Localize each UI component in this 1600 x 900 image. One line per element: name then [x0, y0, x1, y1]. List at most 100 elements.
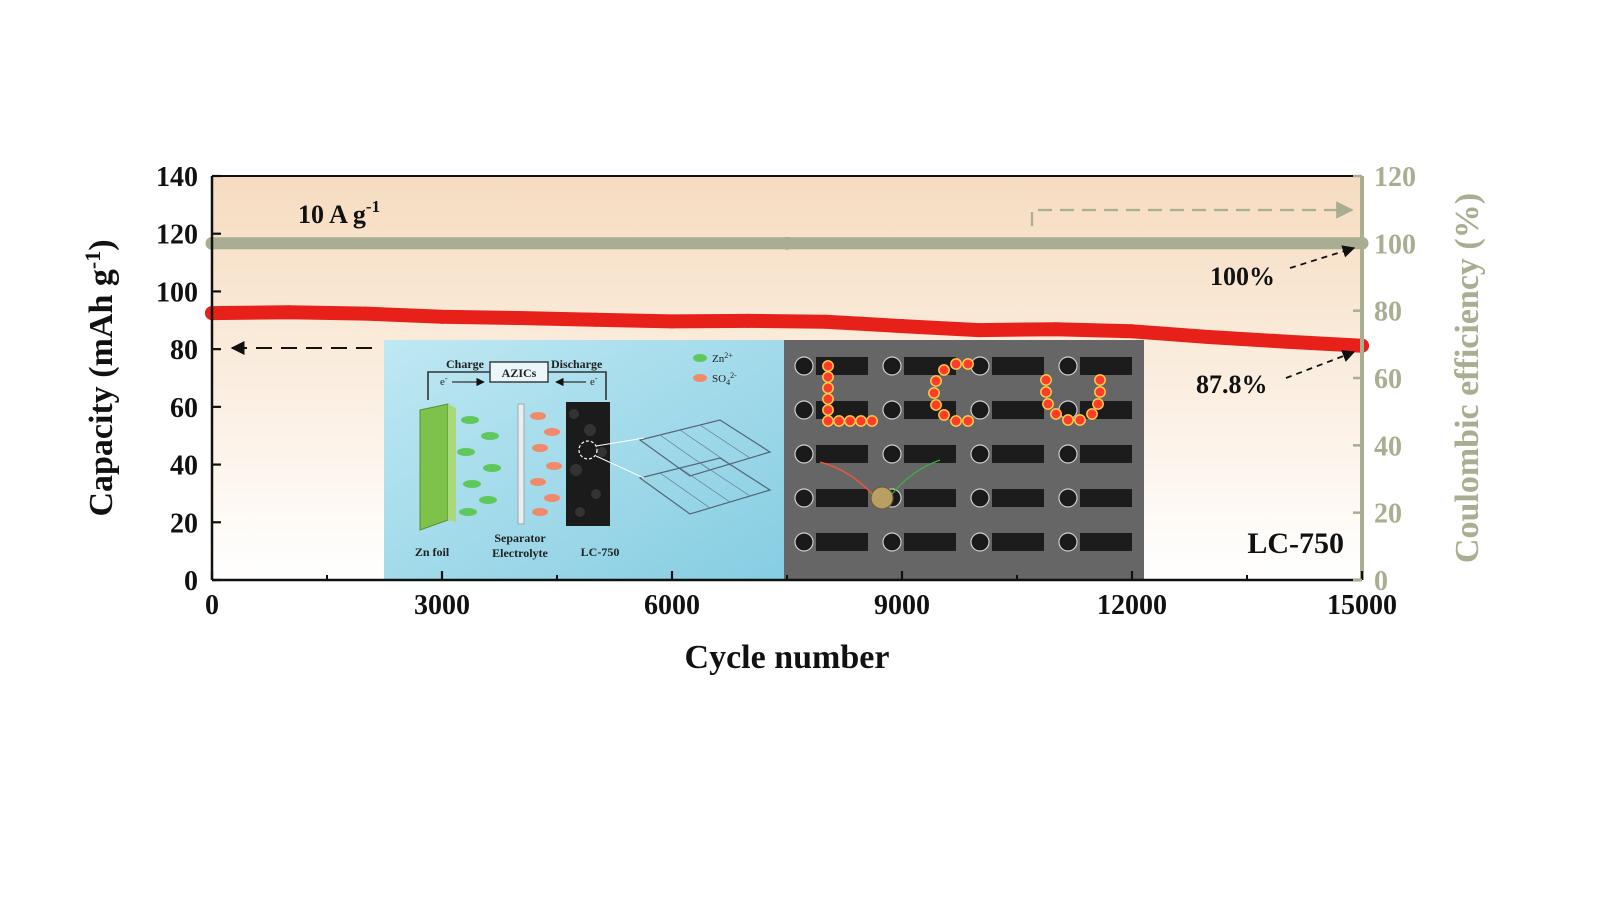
led-dot — [866, 415, 878, 427]
university-logo-icon — [970, 532, 990, 552]
carbon-cathode — [566, 402, 610, 526]
so4-ion-icon — [532, 508, 548, 516]
university-name-plate — [904, 445, 956, 463]
y-right-tick-label: 120 — [1374, 162, 1416, 193]
x-tick-label: 6000 — [644, 590, 700, 621]
x-tick-label: 15000 — [1327, 590, 1397, 621]
university-name-plate — [904, 489, 956, 507]
led-dot — [928, 387, 940, 399]
university-name-plate — [904, 533, 956, 551]
so4-ion-icon — [544, 428, 560, 436]
led-dot — [1040, 374, 1052, 386]
sample-label: LC-750 — [1247, 527, 1344, 560]
university-name-plate — [816, 445, 868, 463]
zn-ion-icon — [481, 432, 499, 440]
university-name-plate — [1080, 445, 1132, 463]
led-dot — [822, 382, 834, 394]
university-name-plate — [1080, 489, 1132, 507]
led-dot — [938, 409, 950, 421]
led-dot — [1040, 386, 1052, 398]
capacity-data-point — [588, 312, 603, 327]
y-right-tick-label: 60 — [1374, 364, 1402, 395]
led-dot — [1074, 414, 1086, 426]
university-logo-icon — [1058, 532, 1078, 552]
so4-ion-icon — [532, 444, 548, 452]
y-right-axis-title: Coulombic efficiency (%) — [1449, 193, 1486, 563]
university-logo-icon — [882, 356, 902, 376]
university-logo-icon — [1058, 444, 1078, 464]
electrolyte-label: Electrolyte — [492, 546, 548, 560]
ce-data-point — [780, 236, 794, 250]
zn-ion-icon — [457, 448, 475, 456]
capacity-data-point — [358, 306, 373, 321]
university-logo-icon — [794, 488, 814, 508]
led-dot — [962, 358, 974, 370]
university-name-plate — [816, 533, 868, 551]
electron-left: e- — [440, 374, 448, 388]
led-dot — [1062, 414, 1074, 426]
university-logo-icon — [970, 356, 990, 376]
rate-label: 10 A g-1 — [298, 197, 380, 229]
x-axis-title: Cycle number — [685, 639, 890, 676]
led-dot — [930, 375, 942, 387]
series-layer — [205, 236, 1369, 353]
zn-ion-icon — [483, 464, 501, 472]
led-dot — [962, 415, 974, 427]
inset-led-photo — [784, 340, 1144, 580]
capacity-data-point — [895, 319, 909, 334]
charge-label: Charge — [446, 357, 485, 371]
university-name-plate — [992, 533, 1044, 551]
led-dot — [1092, 398, 1104, 410]
university-name-plate — [1080, 533, 1132, 551]
so4-ion-icon — [546, 462, 562, 470]
capacity-data-point — [971, 323, 986, 338]
led-dot — [822, 393, 834, 405]
y-left-tick-label: 140 — [156, 162, 198, 193]
led-dot — [1042, 398, 1054, 410]
led-dot — [938, 364, 950, 376]
university-logo-icon — [970, 400, 990, 420]
zn-ion-icon — [461, 416, 479, 424]
y-right-tick-label: 0 — [1374, 566, 1388, 597]
capacity-data-point — [665, 314, 679, 329]
university-logo-icon — [882, 444, 902, 464]
zn-ion-icon — [463, 480, 481, 488]
led-dot — [833, 415, 845, 427]
so4-ion-icon — [544, 494, 560, 502]
y-right-tick-label: 40 — [1374, 431, 1402, 462]
ce-pointer-arrow — [1289, 245, 1356, 269]
ce-retention-label: 100% — [1210, 262, 1275, 291]
zn-foil-label: Zn foil — [415, 545, 450, 559]
university-name-plate — [992, 401, 1044, 419]
x-tick-label: 9000 — [874, 590, 930, 621]
so4-ion-legend: SO42- — [712, 371, 737, 387]
university-logo-icon — [970, 444, 990, 464]
y-left-tick-label: 0 — [184, 566, 198, 597]
university-logo-icon — [1058, 356, 1078, 376]
x-tick-label: 12000 — [1097, 590, 1167, 621]
y-left-tick-label: 80 — [170, 335, 198, 366]
zn-ion-icon — [459, 508, 477, 516]
capacity-data-point — [1048, 322, 1063, 337]
zn-ion-icon — [479, 496, 497, 504]
led-dot — [1094, 374, 1106, 386]
capacity-data-point — [1125, 324, 1139, 339]
y-left-axis-title: Capacity (mAh g-1) — [80, 239, 120, 516]
azics-box — [489, 361, 549, 383]
inset-figure: AZICs Charge Discharge e- e- — [384, 340, 1144, 580]
university-logo-icon — [882, 400, 902, 420]
so4-ion-icon — [530, 478, 546, 486]
university-logo-icon — [794, 532, 814, 552]
led-dot — [822, 360, 834, 372]
electron-right: e- — [590, 374, 598, 388]
x-tick-label: 3000 — [414, 590, 470, 621]
led-dot — [855, 415, 867, 427]
led-dot — [844, 415, 856, 427]
capacity-data-point — [741, 313, 756, 328]
led-dot — [822, 415, 834, 427]
led-dot — [822, 404, 834, 416]
university-logo-icon — [970, 488, 990, 508]
capacity-retention-label: 87.8% — [1196, 370, 1268, 399]
capacity-line — [205, 305, 1369, 353]
